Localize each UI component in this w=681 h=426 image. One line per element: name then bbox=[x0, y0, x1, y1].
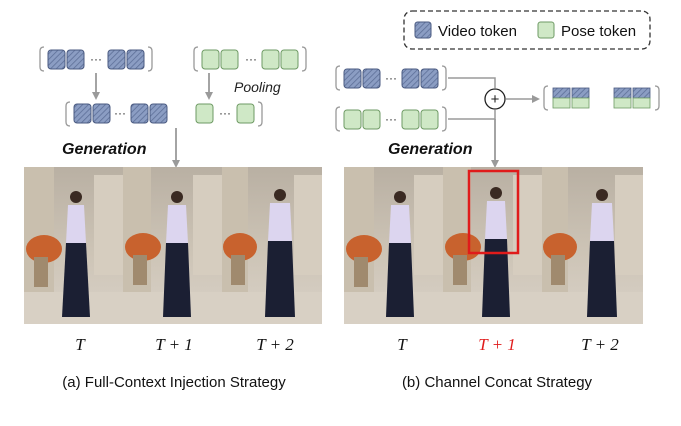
pose-token bbox=[280, 49, 299, 70]
left-merged-token-row: ··· ··· bbox=[65, 101, 263, 127]
bracket-right bbox=[654, 85, 660, 111]
video-token bbox=[47, 49, 66, 70]
bracket-right bbox=[441, 65, 447, 91]
concat-token bbox=[571, 87, 590, 109]
bracket-left bbox=[335, 106, 341, 132]
left-panel: ··· ··· Pooling ··· ··· bbox=[24, 46, 322, 391]
video-token bbox=[420, 68, 439, 89]
video-token bbox=[73, 103, 92, 124]
pose-token bbox=[201, 49, 220, 70]
frame-label-t-plus-2: T + 2 bbox=[581, 335, 619, 354]
video-frame bbox=[443, 167, 542, 324]
plus-circle bbox=[484, 88, 506, 110]
bracket-left bbox=[543, 85, 549, 111]
pose-token bbox=[343, 109, 362, 130]
connector-line bbox=[448, 77, 496, 88]
concat-token bbox=[613, 87, 632, 109]
frame-label-t-plus-1: T + 1 bbox=[478, 335, 516, 354]
bracket-left bbox=[335, 65, 341, 91]
video-token bbox=[149, 103, 168, 124]
video-token bbox=[66, 49, 85, 70]
video-token bbox=[126, 49, 145, 70]
bracket-right bbox=[301, 46, 307, 72]
bracket-right bbox=[147, 46, 153, 72]
right-video-token-row: ··· bbox=[335, 65, 447, 91]
right-video-frames bbox=[344, 167, 643, 324]
video-frame bbox=[344, 167, 443, 324]
pose-token bbox=[220, 49, 239, 70]
bracket-left bbox=[39, 46, 45, 72]
highlight-box bbox=[467, 169, 520, 255]
bracket-right bbox=[257, 101, 263, 127]
legend-video-swatch bbox=[414, 21, 432, 39]
pose-token bbox=[261, 49, 280, 70]
pose-token bbox=[420, 109, 439, 130]
frame-label-t-plus-2: T + 2 bbox=[256, 335, 294, 354]
left-video-frames bbox=[24, 167, 322, 324]
concat-token bbox=[552, 87, 571, 109]
generation-label: Generation bbox=[62, 141, 147, 158]
ellipsis: ··· bbox=[245, 52, 257, 66]
video-token bbox=[92, 103, 111, 124]
pose-token bbox=[236, 103, 255, 124]
frame-label-t-plus-1: T + 1 bbox=[155, 335, 193, 354]
frame-label-t: T bbox=[397, 335, 408, 354]
caption-a: (a) Full-Context Injection Strategy bbox=[62, 374, 286, 391]
video-frame bbox=[123, 167, 222, 324]
video-token bbox=[343, 68, 362, 89]
video-token bbox=[130, 103, 149, 124]
bracket-left bbox=[193, 46, 199, 72]
right-pose-token-row: ··· bbox=[335, 106, 447, 132]
legend-box bbox=[403, 10, 651, 50]
legend-pose-swatch bbox=[537, 21, 555, 39]
generation-label: Generation bbox=[388, 141, 473, 158]
ellipsis: ··· bbox=[385, 71, 397, 85]
concat-token-row bbox=[543, 85, 660, 111]
ellipsis: ··· bbox=[219, 106, 231, 120]
pose-token bbox=[195, 103, 214, 124]
video-token bbox=[107, 49, 126, 70]
legend-pose-label: Pose token bbox=[561, 23, 636, 40]
video-frame bbox=[222, 167, 322, 324]
pooling-label: Pooling bbox=[234, 79, 281, 95]
pose-token bbox=[401, 109, 420, 130]
plus-symbol: + bbox=[491, 91, 500, 108]
legend: Video token Pose token bbox=[403, 10, 651, 50]
frame-label-t: T bbox=[75, 335, 86, 354]
video-frame bbox=[24, 167, 123, 324]
connector-line bbox=[448, 110, 496, 120]
concat-token bbox=[632, 87, 651, 109]
right-panel: ··· ··· + bbox=[335, 65, 660, 391]
pose-token bbox=[362, 109, 381, 130]
video-token bbox=[401, 68, 420, 89]
ellipsis: ··· bbox=[385, 112, 397, 126]
bracket-right bbox=[441, 106, 447, 132]
ellipsis: ··· bbox=[114, 106, 126, 120]
ellipsis: ··· bbox=[90, 52, 102, 66]
left-video-token-row: ··· bbox=[39, 46, 153, 72]
bracket-left bbox=[65, 101, 71, 127]
left-pose-token-row: ··· bbox=[193, 46, 307, 72]
legend-video-label: Video token bbox=[438, 23, 517, 40]
video-token bbox=[362, 68, 381, 89]
video-frame bbox=[542, 167, 643, 324]
caption-b: (b) Channel Concat Strategy bbox=[402, 374, 593, 391]
